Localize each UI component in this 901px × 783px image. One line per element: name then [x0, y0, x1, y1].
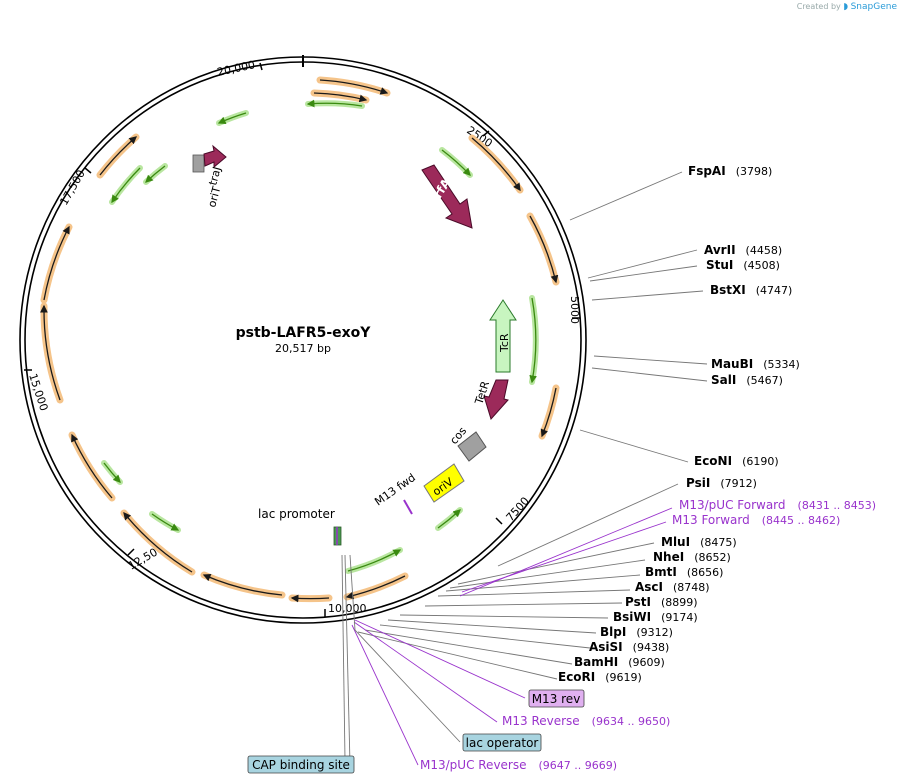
cap-binding-site-box: [247, 755, 355, 774]
m13-rev-box: [528, 689, 585, 708]
enzyme-ecori: EcoRI(9619): [558, 670, 642, 684]
primer-m13-reverse: M13 Reverse(9634 .. 9650): [502, 714, 670, 728]
tick-marks: [24, 55, 580, 617]
snapgene-brand: Created by ◗ SnapGene: [797, 2, 897, 12]
enzyme-blpi: BlpI(9312): [600, 625, 673, 639]
tick-label-17500: 17,500: [57, 168, 88, 208]
brand-created-by: Created by: [796, 2, 841, 11]
enzyme-maubi: MauBI(5334): [711, 357, 800, 371]
brand-app-name: SnapGene: [850, 2, 897, 12]
enzyme-stui: StuI(4508): [706, 258, 780, 272]
enzyme-avrii: AvrII(4458): [704, 243, 782, 257]
feature-label-orit: oriT: [205, 185, 223, 209]
boxed-label-lac-operator: lac operator: [466, 736, 539, 750]
enzyme-sali: SalI(5467): [711, 373, 783, 387]
enzyme-bamhi: BamHI(9609): [574, 655, 665, 669]
feature-tetr: TetR: [472, 379, 509, 420]
orf-arcs: [40, 76, 560, 603]
enzyme-asci: AscI(8748): [635, 580, 710, 594]
feature-tcr: TcR: [489, 299, 517, 373]
plasmid-name: pstb-LAFR5-exoY: [236, 325, 372, 341]
enzyme-labels: FspAI(3798) AvrII(4458) StuI(4508) BstXI…: [558, 164, 800, 684]
feature-m13fwd: M13 fwd: [372, 471, 418, 515]
feature-leader-lines: [341, 554, 461, 766]
enzyme-leader-lines: [357, 171, 708, 680]
feature-cos: cos: [447, 424, 487, 462]
enzyme-nhei: NheI(8652): [653, 550, 731, 564]
enzyme-psii: PsiI(7912): [686, 476, 757, 490]
tick-12500: [127, 548, 135, 556]
feature-label-traj: traJ: [206, 165, 223, 187]
enzyme-bmti: BmtI(8656): [645, 565, 723, 579]
primer-m13-puc-reverse: M13/pUC Reverse(9647 .. 9669): [420, 758, 617, 772]
boxed-feature-labels: M13 rev lac operator CAP binding site: [247, 689, 585, 774]
tick-7500: [495, 517, 503, 525]
primer-m13-puc-forward: M13/pUC Forward(8431 .. 8453): [679, 498, 876, 512]
tick-label-20000: 20,000: [216, 58, 256, 79]
tick-20000: [259, 62, 263, 71]
enzyme-asisi: AsiSI(9438): [589, 640, 669, 654]
feature-oriv: oriV: [423, 463, 465, 503]
primer-leader-lines: [351, 507, 673, 766]
tick-2500: [482, 130, 490, 137]
boxed-label-m13-rev: M13 rev: [532, 692, 581, 706]
feature-label-tcr: TcR: [498, 333, 511, 353]
lac-operator-box: [462, 733, 542, 752]
feature-lac-promoter: lac promoter: [258, 507, 342, 546]
feature-label-m13fwd: M13 fwd: [372, 471, 418, 508]
boxed-label-cap-binding-site: CAP binding site: [252, 758, 350, 772]
tick-label-5000: 5000: [568, 296, 581, 324]
enzyme-fspai: FspAI(3798): [688, 164, 772, 178]
primer-m13-forward: M13 Forward(8445 .. 8462): [672, 513, 840, 527]
tick-label-7500: 7500: [504, 495, 532, 525]
enzyme-psti: PstI(8899): [625, 595, 698, 609]
tick-17500: [84, 167, 92, 174]
green-arcs: [101, 99, 539, 574]
enzyme-mlui: MluI(8475): [661, 535, 737, 549]
tick-label-10000: 10,000: [328, 602, 367, 615]
plasmid-length: 20,517 bp: [275, 342, 331, 355]
feature-traj: traJ oriT: [192, 144, 227, 209]
snapgene-logo-icon: ◗: [843, 2, 849, 12]
enzyme-bsiwi: BsiWI(9174): [613, 610, 698, 624]
feature-trfa: trfA: [421, 164, 473, 229]
enzyme-bstxi: BstXI(4747): [710, 283, 792, 297]
feature-label-lac-promoter: lac promoter: [258, 507, 335, 521]
primer-labels: M13/pUC Forward(8431 .. 8453) M13 Forwar…: [420, 498, 876, 772]
enzyme-econi: EcoNI(6190): [694, 454, 779, 468]
